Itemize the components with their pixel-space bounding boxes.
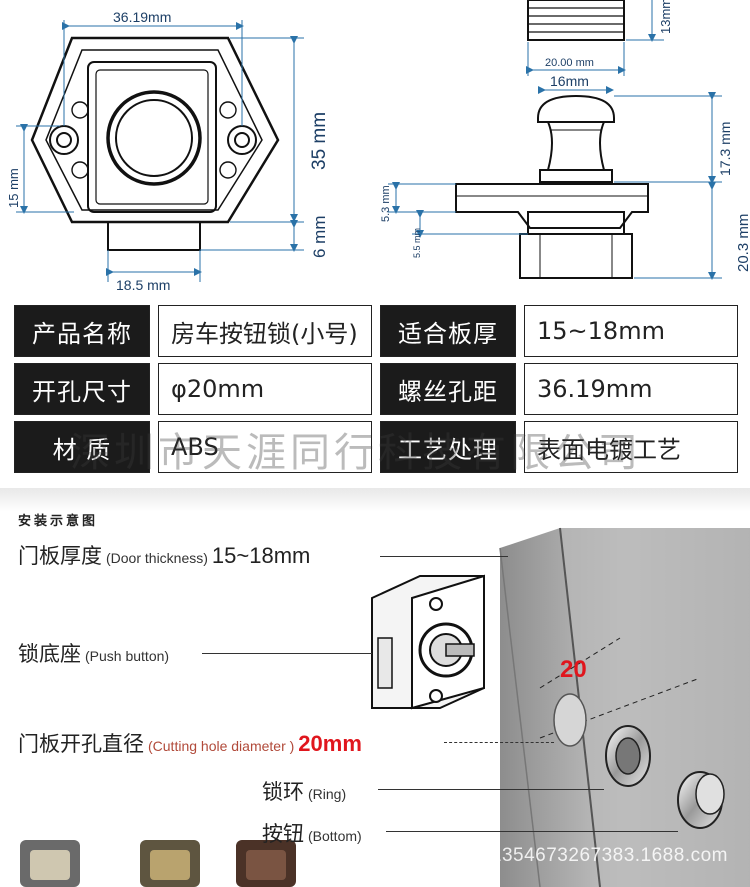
spec-value-process: 表面电镀工艺: [524, 421, 738, 473]
label-push-button: 锁底座 (Push button): [18, 638, 169, 668]
push-button-cn: 锁底座: [18, 642, 81, 666]
bottom-en: (Bottom): [308, 828, 362, 844]
bottom-cn: 按钮: [262, 822, 304, 846]
dim-body-height: 20.3 mm: [735, 214, 750, 272]
label-bottom-button: 按钮 (Bottom): [262, 818, 362, 848]
dim-bottom: 18.5 mm: [116, 277, 170, 293]
side-view-drawing: 13mm 20.00 mm 16mm 17.3 mm 20.3 mm: [380, 0, 750, 280]
spec-value-board-thickness: 15~18mm: [524, 305, 738, 357]
push-button-en: (Push button): [85, 648, 170, 664]
spec-label-process: 工艺处理: [380, 421, 516, 473]
dim-cap: 16mm: [550, 73, 589, 89]
leader-door-thickness: [380, 556, 508, 557]
door-thickness-cn: 门板厚度: [18, 544, 102, 568]
spec-value-hole-size: φ20mm: [158, 363, 372, 415]
dim-height: 35 mm: [309, 112, 330, 170]
label-door-thickness: 门板厚度 (Door thickness) 15~18mm: [18, 540, 310, 570]
spec-value-product-name: 房车按钮锁(小号): [158, 305, 372, 357]
panel-dim-20: 20: [560, 656, 587, 683]
dim-stem: 6 mm: [310, 216, 329, 259]
hole-diameter-en: (Cutting hole diameter ): [148, 738, 295, 754]
front-view-drawing: 36.19mm 35 mm 6 mm 15 mm 18.5 mm: [6, 9, 330, 293]
ring-en: (Ring): [308, 786, 347, 802]
hole-diameter-cn: 门板开孔直径: [18, 732, 144, 756]
dim-side-1: 5.3 mm: [380, 185, 392, 222]
dim-side-2: 5.5 mm: [412, 228, 422, 258]
leader-hole-diameter: [444, 742, 554, 743]
install-divider: [0, 488, 750, 512]
leader-bottom: [386, 831, 678, 832]
dim-top: 13mm: [658, 0, 673, 34]
spec-value-screw-pitch: 36.19mm: [524, 363, 738, 415]
hole-diameter-value: 20mm: [298, 731, 362, 756]
spec-label-hole-size: 开孔尺寸: [14, 363, 150, 415]
spec-label-material: 材 质: [14, 421, 150, 473]
dim-hole: 20.00 mm: [545, 57, 594, 69]
install-diagram-art: [20, 527, 750, 887]
label-ring: 锁环 (Ring): [262, 776, 346, 806]
dim-left: 15 mm: [6, 168, 21, 208]
spec-label-screw-pitch: 螺丝孔距: [380, 363, 516, 415]
dim-width: 36.19mm: [113, 9, 171, 25]
technical-drawings: 36.19mm 35 mm 6 mm 15 mm 18.5 mm 13mm 20…: [6, 0, 750, 293]
label-hole-diameter: 门板开孔直径 (Cutting hole diameter ) 20mm: [18, 728, 362, 758]
leader-push-button: [202, 653, 372, 654]
lock-base-part: [371, 574, 485, 710]
panel-hole: [553, 693, 587, 747]
spec-table: 产品名称 房车按钮锁(小号) 适合板厚 15~18mm 开孔尺寸 φ20mm 螺…: [14, 305, 738, 475]
door-thickness-en: (Door thickness): [106, 550, 208, 566]
shop-url: shop1354673267383.1688.com: [447, 845, 728, 866]
spec-label-board-thickness: 适合板厚: [380, 305, 516, 357]
dim-cap-height: 17.3 mm: [717, 122, 733, 176]
install-title: 安装示意图: [18, 514, 99, 529]
door-thickness-value: 15~18mm: [211, 543, 311, 568]
ring-cn: 锁环: [262, 780, 304, 804]
spec-value-material: ABS: [158, 421, 372, 473]
leader-ring: [378, 789, 604, 790]
spec-label-product-name: 产品名称: [14, 305, 150, 357]
